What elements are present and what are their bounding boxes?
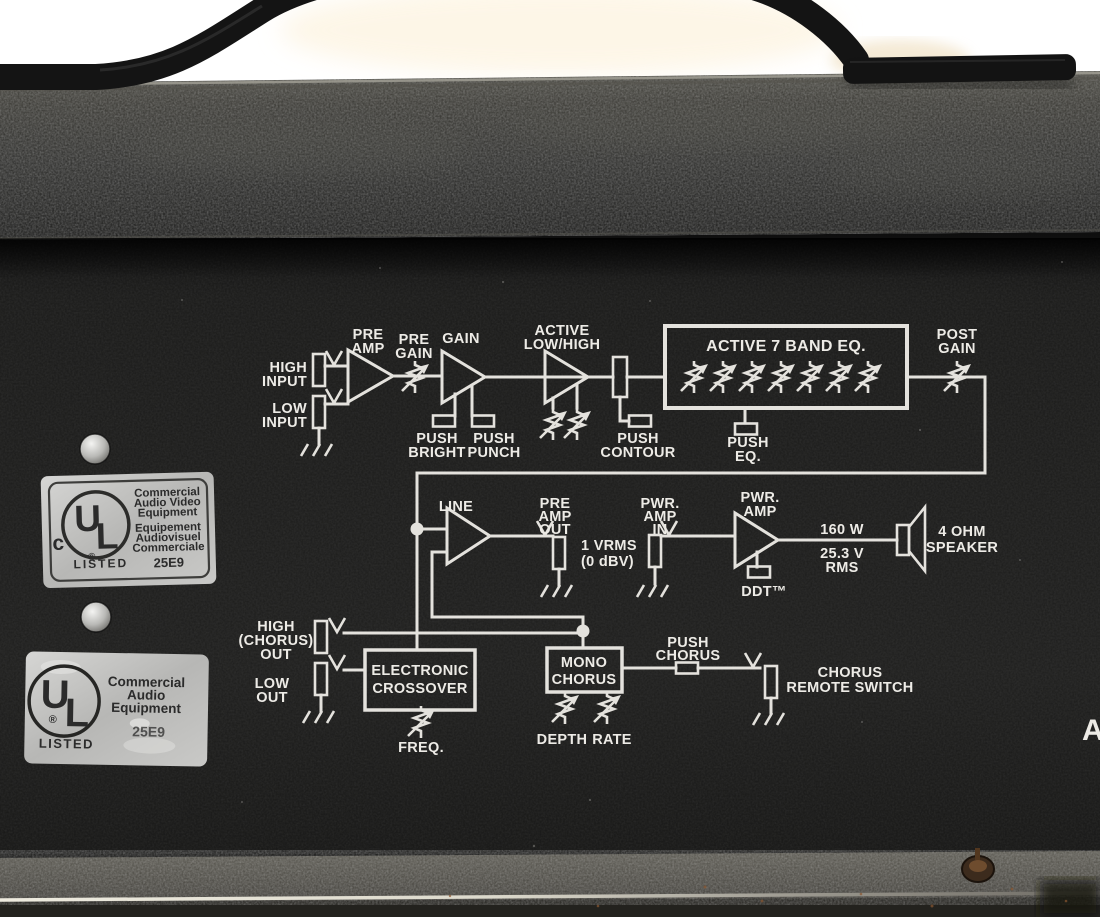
label-high-chorus-out-3: OUT (260, 647, 292, 663)
ul-en-line2: Audio (127, 687, 166, 703)
label-pre-amp-1: PRE (353, 327, 384, 343)
label-chorus-remote-1: CHORUS (818, 665, 883, 681)
panel-screw-top (79, 433, 111, 465)
speaker-icon (895, 503, 927, 575)
contour-element (611, 355, 629, 399)
label-mono-chorus-1: MONO (561, 655, 607, 671)
carry-handle (0, 0, 1077, 90)
label-push-chorus-1: PUSH (667, 635, 709, 651)
label-ddt: DDT™ (741, 584, 787, 600)
label-active-1: ACTIVE (535, 323, 590, 339)
label-push-contour-1: PUSH (617, 431, 659, 447)
label-vrms-1: 1 VRMS (581, 538, 637, 554)
cul-en-line3: Equipment (138, 506, 198, 520)
cul-reg-mark: ® (88, 552, 96, 563)
mono-chorus-box (545, 646, 624, 694)
label-vrms-2: (0 dBV) (581, 554, 634, 570)
label-pwr-amp-2: AMP (743, 504, 776, 520)
cul-logo-l: L (95, 515, 119, 557)
label-pwr-amp-1: PWR. (740, 490, 779, 506)
sticker-cul: c U L ® LISTED Commercial Audio Video Eq… (40, 471, 217, 589)
label-gain: GAIN (442, 331, 479, 347)
cul-fr-line1: Equipement (135, 521, 201, 535)
ul-logo-u: U (40, 673, 70, 717)
debris-specks (448, 885, 1068, 908)
label-depth: DEPTH (537, 732, 588, 748)
pwr-amp-triangle (733, 510, 781, 570)
label-pre-amp-out-2: AMP (538, 509, 571, 525)
label-push-bright-1: PUSH (416, 431, 458, 447)
label-mono-chorus-2: CHORUS (552, 672, 617, 688)
ul-listed: LISTED (39, 736, 94, 752)
cul-en-line2: Audio Video (134, 496, 201, 510)
cul-fr-line3: Commerciale (132, 541, 205, 555)
label-eq-title: ACTIVE 7 BAND EQ. (706, 338, 866, 355)
label-push-punch-2: PUNCH (467, 445, 520, 461)
node-line-split (410, 522, 424, 536)
label-line-amp: LINE (439, 499, 473, 515)
signal-flow-diagram: HIGH INPUT LOW INPUT PRE AMP PRE GAIN GA… (239, 323, 1100, 756)
label-freq: FREQ. (398, 740, 444, 756)
label-speaker-1: 4 OHM (938, 524, 985, 540)
label-volts-1: 25.3 V (820, 546, 864, 562)
label-high-input-2: INPUT (262, 374, 307, 390)
label-crossover-2: CROSSOVER (372, 681, 468, 697)
line-amp-triangle (445, 505, 493, 567)
label-speaker-2: SPEAKER (926, 540, 998, 556)
label-watts: 160 W (820, 522, 863, 538)
sticker-ul: U L ® LISTED Commercial Audio Equipment … (24, 651, 209, 767)
ul-en-line3: Equipment (111, 700, 182, 716)
label-pre-amp-out-1: PRE (540, 496, 571, 512)
node-chorus-split (576, 624, 590, 638)
ul-logo-circle (27, 664, 101, 738)
label-high-input-1: HIGH (270, 360, 307, 376)
label-push-punch-1: PUSH (473, 431, 515, 447)
label-high-chorus-out-1: HIGH (257, 619, 294, 635)
label-volts-2: RMS (825, 560, 858, 576)
cul-logo-u: U (74, 498, 102, 540)
cul-en-line1: Commercial (134, 486, 200, 500)
ul-logo-l: L (64, 691, 89, 735)
label-low-input-1: LOW (272, 401, 307, 417)
active-low-high-triangle (543, 348, 591, 406)
ul-reg-mark: ® (49, 714, 57, 726)
label-push-bright-2: BRIGHT (408, 445, 465, 461)
cul-listed: LISTED (73, 556, 128, 571)
cul-fr-line2: Audiovisuel (135, 531, 200, 545)
label-pwr-amp-in-2: AMP (643, 509, 676, 525)
label-rate: RATE (592, 732, 632, 748)
cul-c: c (52, 532, 65, 555)
label-active-2: LOW/HIGH (524, 337, 601, 353)
label-low-input-2: INPUT (262, 415, 307, 431)
ul-en-line1: Commercial (108, 674, 186, 690)
label-push-contour-2: CONTOUR (600, 445, 675, 461)
label-post-gain-1: POST (937, 327, 978, 343)
panel-screw-bottom (80, 601, 112, 633)
label-push-chorus-2: CHORUS (656, 648, 721, 664)
label-crossover-1: ELECTRONIC (371, 663, 468, 679)
label-pre-gain-2: GAIN (395, 346, 432, 362)
label-pwr-amp-in-3: IN (652, 522, 667, 538)
label-pre-amp-out-3: OUT (539, 522, 571, 538)
label-push-eq-2: EQ. (735, 449, 761, 465)
gain-triangle (440, 348, 488, 406)
label-low-out-2: OUT (256, 690, 288, 706)
pre-amp-triangle (346, 347, 396, 405)
label-high-chorus-out-2: (CHORUS) (239, 633, 314, 649)
cul-logo-circle (61, 490, 131, 560)
cul-code: 25E9 (153, 555, 184, 571)
revision-letter: A (1082, 714, 1100, 747)
label-chorus-remote-2: REMOTE SWITCH (786, 680, 913, 696)
label-low-out-1: LOW (255, 676, 290, 692)
ul-code: 25E9 (132, 723, 165, 740)
label-pre-gain-1: PRE (399, 332, 430, 348)
label-push-eq-1: PUSH (727, 435, 769, 451)
label-post-gain-2: GAIN (938, 341, 975, 357)
label-pwr-amp-in-1: PWR. (640, 496, 679, 512)
rust-fastener (961, 848, 995, 883)
label-pre-amp-2: AMP (351, 341, 384, 357)
eq-box (663, 324, 909, 410)
